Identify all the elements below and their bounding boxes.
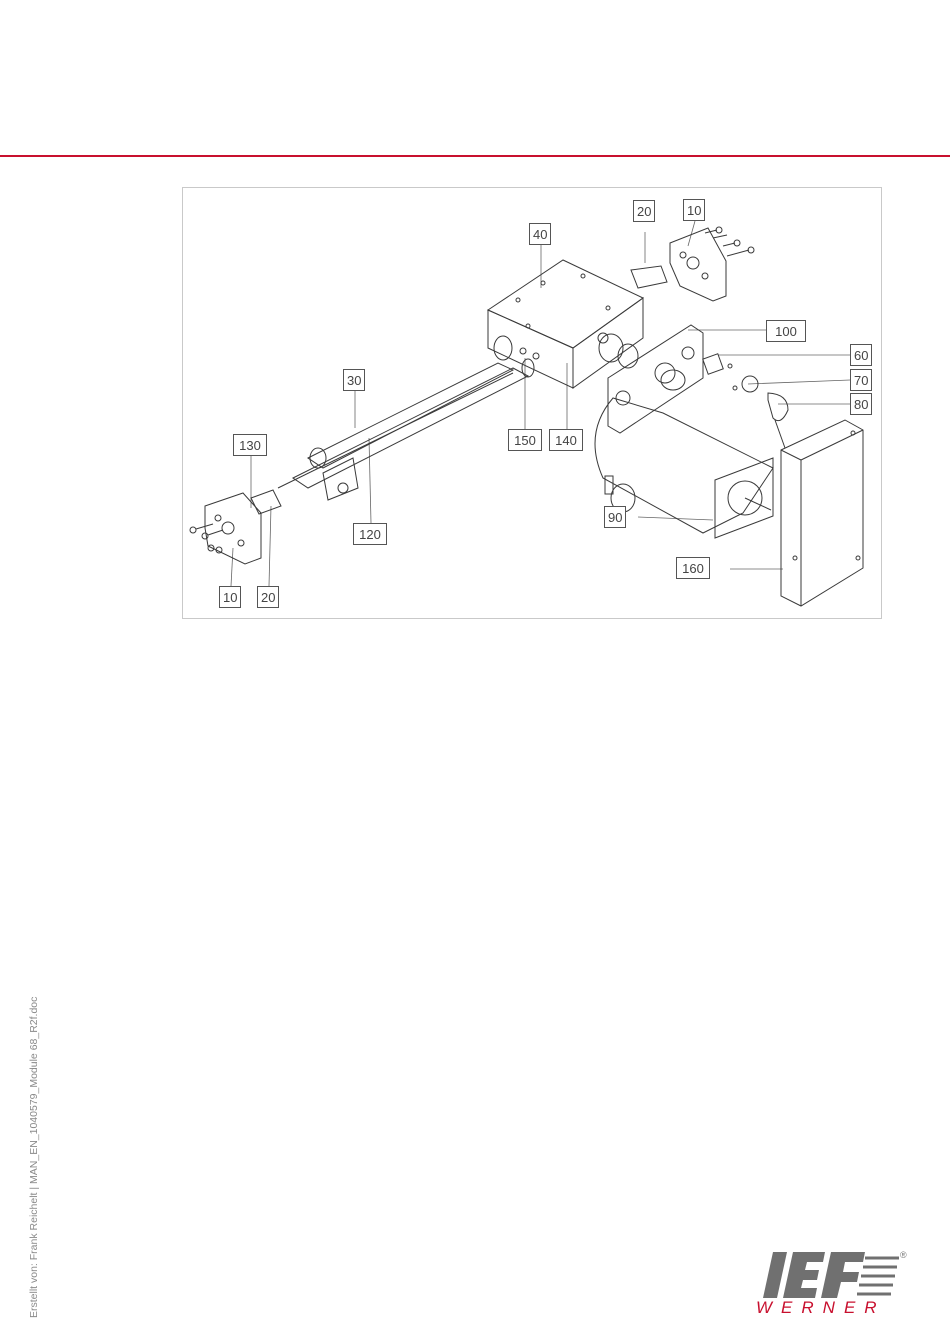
callout-100: 100 xyxy=(766,320,806,342)
callout-150: 150 xyxy=(508,429,542,451)
motor-flange-plate xyxy=(608,325,703,433)
document-creator-note: Erstellt von: Frank Reichelt | MAN_EN_10… xyxy=(28,997,40,1318)
end-plate-top xyxy=(670,228,726,416)
screw-150 xyxy=(520,348,526,354)
screws-top xyxy=(705,227,754,256)
logo-wordmark: WERNER xyxy=(756,1298,888,1318)
encoder-parts xyxy=(703,354,788,448)
assembly-drawing xyxy=(183,188,883,620)
callout-90: 90 xyxy=(604,506,626,528)
exploded-assembly-figure: 20 10 40 100 60 70 80 30 150 140 130 90 … xyxy=(182,187,882,619)
logo-speed-lines xyxy=(857,1258,899,1294)
logo-letter-i xyxy=(763,1252,787,1298)
callout-120: 120 xyxy=(353,523,387,545)
callout-140: 140 xyxy=(549,429,583,451)
scraper-top xyxy=(631,266,667,288)
callout-60: 60 xyxy=(850,344,872,366)
callout-70: 70 xyxy=(850,369,872,391)
leader-lines xyxy=(231,221,850,586)
guide-rail xyxy=(278,363,528,500)
screws-bottom xyxy=(190,524,223,553)
callout-130: 130 xyxy=(233,434,267,456)
callout-40: 40 xyxy=(529,223,551,245)
callout-10-top: 10 xyxy=(683,199,705,221)
scraper-bottom xyxy=(251,490,281,514)
logo-registered-mark: ® xyxy=(900,1250,907,1260)
callout-20-bottom: 20 xyxy=(257,586,279,608)
callout-160: 160 xyxy=(676,557,710,579)
callout-30: 30 xyxy=(343,369,365,391)
cover-housing xyxy=(781,420,863,606)
callout-80: 80 xyxy=(850,393,872,415)
logo-letter-e xyxy=(783,1252,825,1298)
callout-20-top: 20 xyxy=(633,200,655,222)
screw-140 xyxy=(533,353,539,359)
header-red-rule xyxy=(0,155,950,157)
logo-letter-f xyxy=(821,1252,865,1298)
callout-10-bottom: 10 xyxy=(219,586,241,608)
